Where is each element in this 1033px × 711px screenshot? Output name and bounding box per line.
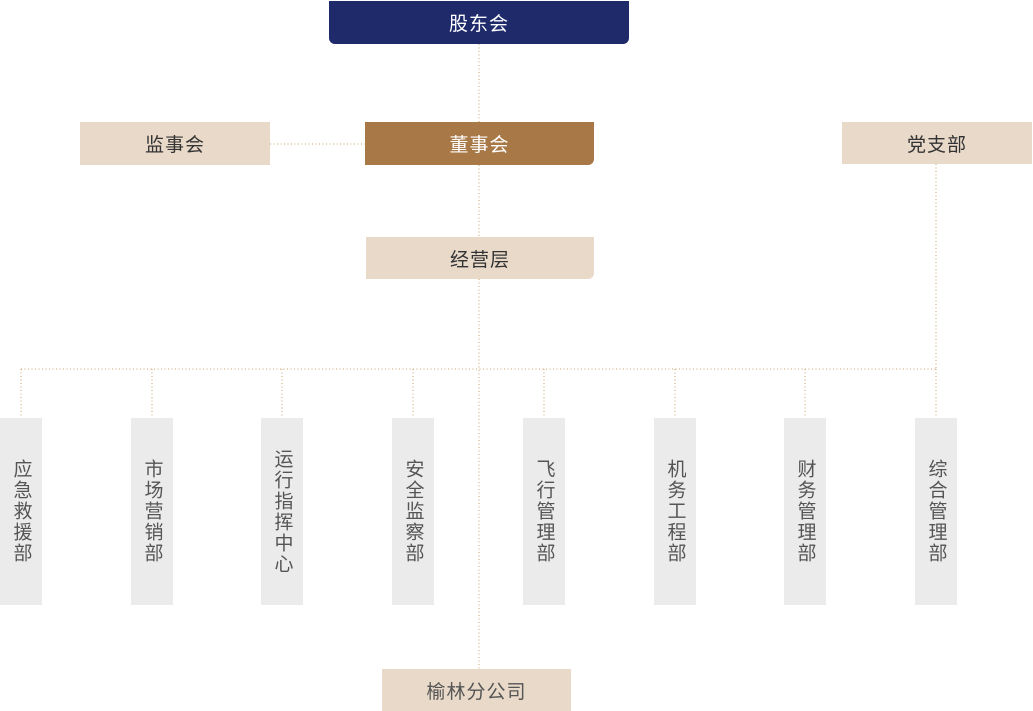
node-management-layer: 经营层 xyxy=(366,237,594,279)
node-party-branch: 党支部 xyxy=(842,122,1032,164)
node-yulin-branch: 榆林分公司 xyxy=(382,669,571,711)
dept-label: 综合管理部 xyxy=(925,459,948,564)
dept-marketing: 市场营销部 xyxy=(131,418,173,605)
dept-flight-management: 飞行管理部 xyxy=(523,418,565,605)
dept-label: 飞行管理部 xyxy=(533,459,556,564)
dept-finance: 财务管理部 xyxy=(784,418,826,605)
dept-label: 安全监察部 xyxy=(402,459,425,564)
node-shareholders-label: 股东会 xyxy=(448,13,509,35)
dept-operations-control: 运行指挥中心 xyxy=(261,418,303,605)
dept-label: 财务管理部 xyxy=(794,459,817,564)
node-board-of-directors: 董事会 xyxy=(365,122,594,165)
dept-safety-supervision: 安全监察部 xyxy=(392,418,434,605)
dept-label: 应急救援部 xyxy=(10,459,33,564)
dept-label: 运行指挥中心 xyxy=(271,448,294,575)
dept-maintenance-engineering: 机务工程部 xyxy=(654,418,696,605)
node-board-of-supervisors: 监事会 xyxy=(80,122,270,165)
node-branch-label: 榆林分公司 xyxy=(426,680,527,703)
node-management-label: 经营层 xyxy=(449,248,510,271)
dept-general-administration: 综合管理部 xyxy=(915,418,957,605)
node-party-label: 党支部 xyxy=(906,133,967,156)
dept-label: 市场营销部 xyxy=(141,459,164,564)
node-supervisors-label: 监事会 xyxy=(144,134,205,156)
dept-label: 机务工程部 xyxy=(664,459,687,564)
node-shareholders-meeting: 股东会 xyxy=(329,1,629,44)
node-board-label: 董事会 xyxy=(449,134,510,156)
dept-emergency-rescue: 应急救援部 xyxy=(0,418,42,605)
